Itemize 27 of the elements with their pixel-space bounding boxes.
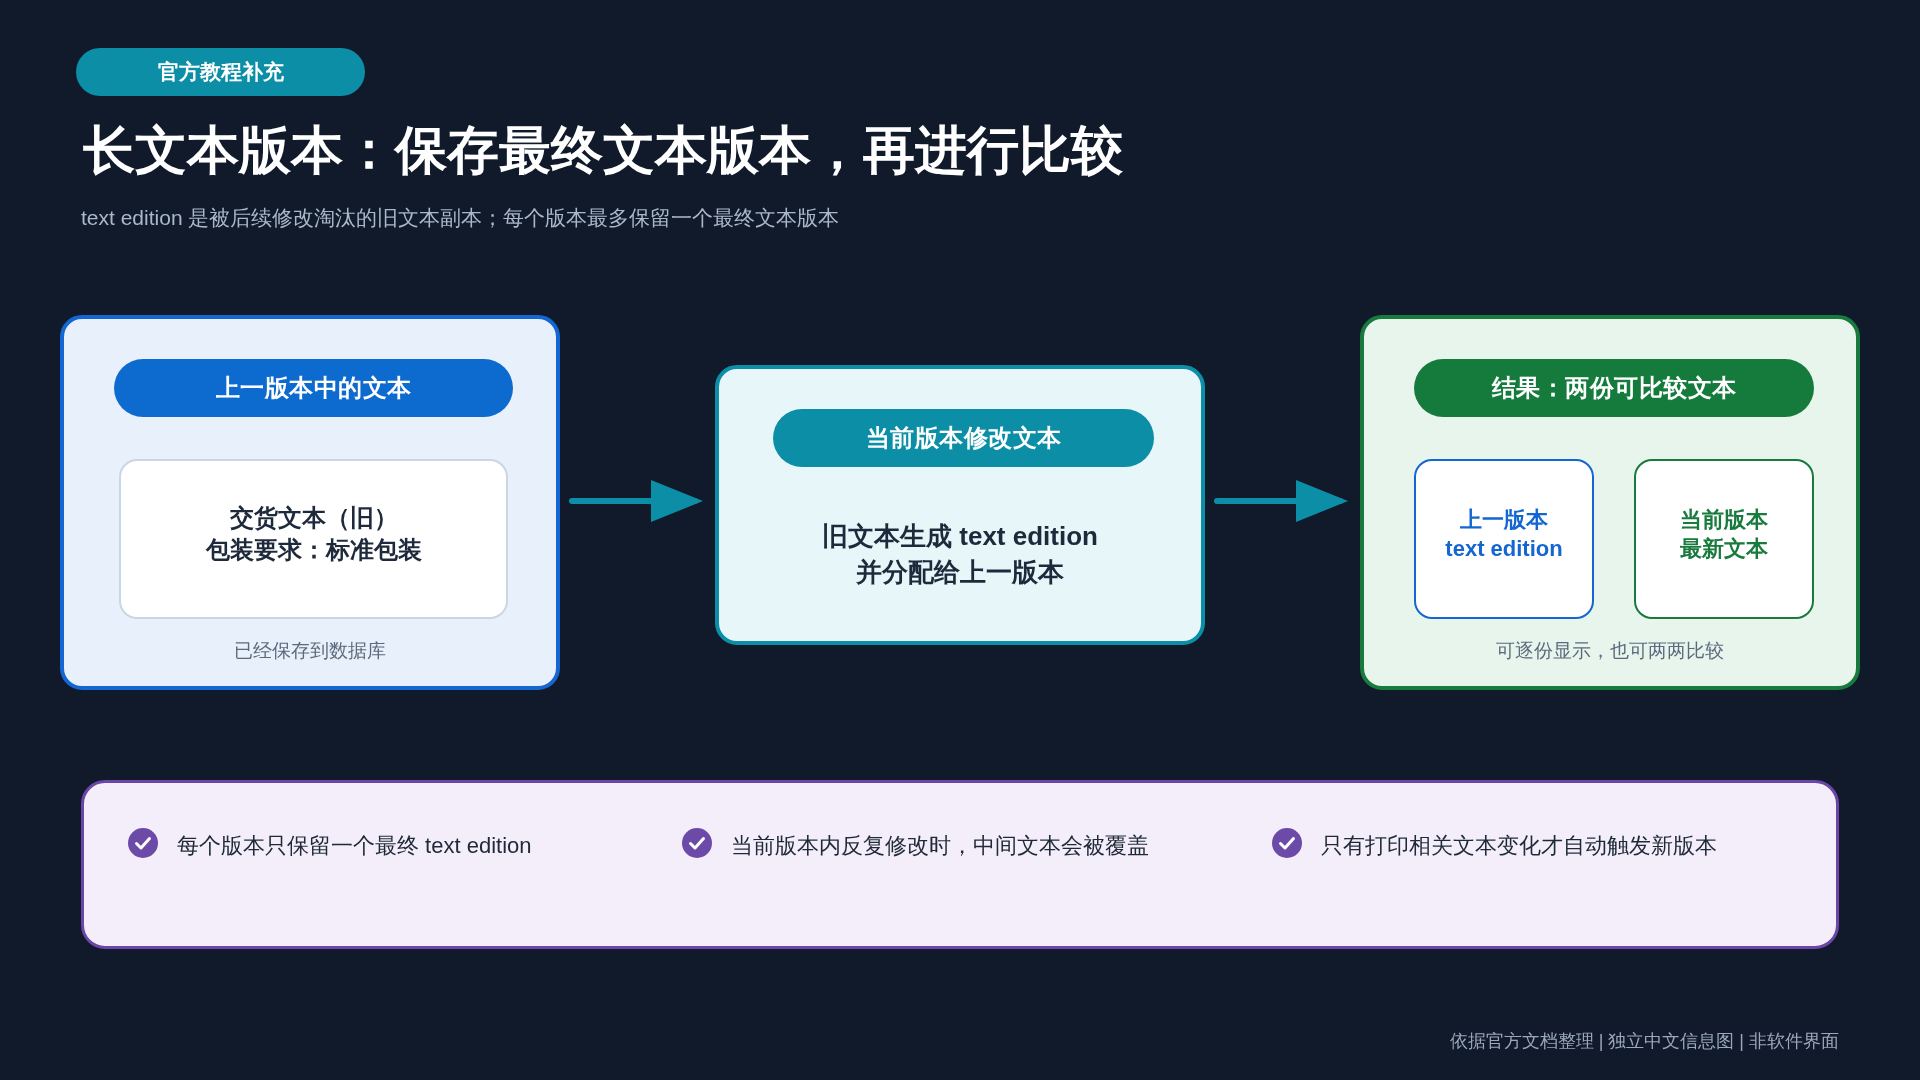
source-note: 依据官方文档整理 | 独立中文信息图 | 非软件界面 xyxy=(1449,1030,1839,1053)
version-label: 当前版本最新文本 xyxy=(1679,505,1769,563)
text-card xyxy=(119,459,508,619)
flow-arrow xyxy=(569,480,703,522)
version-label: text edition xyxy=(1445,535,1563,563)
stage-heading: 当前版本修改文本 xyxy=(773,409,1154,467)
note-text: 只有打印相关文本变化才自动触发新版本 xyxy=(1321,832,1717,860)
stage-panel xyxy=(715,365,1205,645)
panel-caption: 已经保存到数据库 xyxy=(234,639,386,663)
stage-panel xyxy=(60,315,560,690)
stage-heading: 结果：两份可比较文本 xyxy=(1414,359,1814,417)
panel-text: 旧文本生成 text edition 并分配给上一版本 xyxy=(821,520,1099,589)
card-text: 交货文本（旧） xyxy=(229,503,398,534)
note-text: 每个版本只保留一个最终 text edition xyxy=(177,832,532,860)
stage-panel xyxy=(1360,315,1860,690)
version-card xyxy=(1414,459,1594,619)
subtitle: text edition 是被后续修改淘汰的旧文本副本；每个版本最多保留一个最终文本版本 xyxy=(81,205,840,231)
section-tag: 官方教程补充 xyxy=(76,48,365,96)
stage-heading: 上一版本中的文本 xyxy=(114,359,513,417)
notes-panel xyxy=(81,780,1839,949)
page-title: 长文本版本：保存最终文本版本，再进行比较 xyxy=(83,120,1123,181)
note-text: 当前版本内反复修改时，中间文本会被覆盖 xyxy=(731,832,1149,860)
version-card xyxy=(1634,459,1814,619)
flow-arrow xyxy=(1214,480,1348,522)
version-label: 上一版本 xyxy=(1460,505,1548,534)
panel-caption: 可逐份显示，也可两两比较 xyxy=(1496,639,1724,663)
card-text: 包装要求：标准包装 xyxy=(205,535,422,565)
